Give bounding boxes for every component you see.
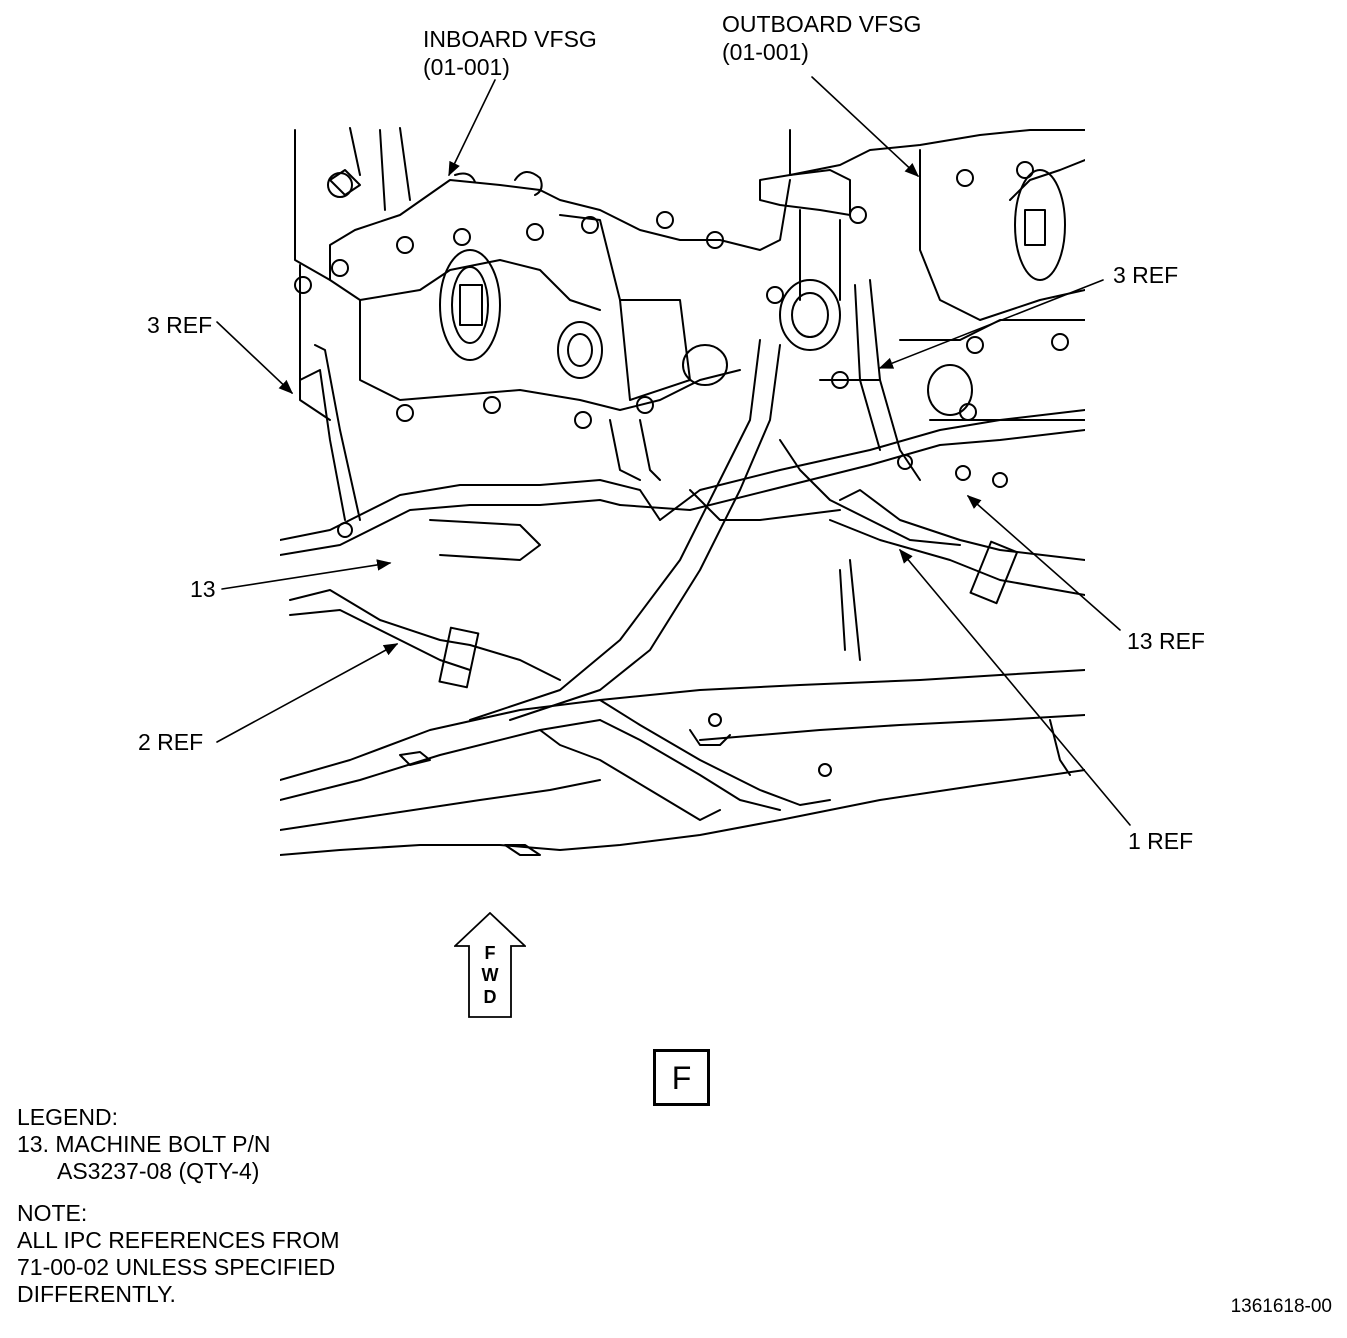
callout-3-ref-left: 3 REF — [147, 312, 213, 338]
note-line: DIFFERENTLY. — [17, 1281, 176, 1307]
forward-arrow: F W D — [452, 911, 528, 1018]
note-line: 71-00-02 UNLESS SPECIFIED — [17, 1254, 336, 1280]
inboard-vfsg-ref: (01-001) — [423, 54, 510, 80]
note-line: ALL IPC REFERENCES FROM — [17, 1227, 340, 1253]
figure-number: 1361618-00 — [1230, 1296, 1332, 1317]
view-label: F — [671, 1060, 692, 1096]
outboard-vfsg-label: OUTBOARD VFSG — [722, 11, 922, 37]
callout-2-ref: 2 REF — [138, 729, 204, 755]
fwd-letter: F — [484, 943, 496, 963]
legend-item-part-number: AS3237-08 (QTY-4) — [57, 1158, 260, 1184]
callout-13-ref: 13 REF — [1127, 628, 1205, 654]
fwd-letter: W — [481, 965, 499, 985]
inboard-vfsg-housing — [294, 127, 791, 421]
view-label-box: F — [653, 1049, 710, 1106]
inboard-vfsg-label: INBOARD VFSG — [423, 26, 597, 52]
bolt-heads — [294, 161, 1069, 538]
callout-13: 13 — [190, 576, 216, 602]
legend-item: 13. MACHINE BOLT P/N — [17, 1131, 271, 1157]
engine-view — [280, 127, 1085, 856]
legend-heading: LEGEND: — [17, 1104, 118, 1130]
leader-lines — [216, 76, 1131, 826]
legend: LEGEND: 13. MACHINE BOLT P/N AS3237-08 (… — [17, 1104, 271, 1185]
note: NOTE: ALL IPC REFERENCES FROM 71-00-02 U… — [17, 1200, 339, 1308]
note-heading: NOTE: — [17, 1200, 88, 1226]
wire-harness — [280, 339, 1085, 721]
outboard-vfsg-ref: (01-001) — [722, 39, 809, 65]
callout-1-ref: 1 REF — [1128, 828, 1194, 854]
support-brackets — [289, 489, 1085, 689]
fwd-letter: D — [483, 987, 497, 1007]
lower-structure — [280, 669, 1085, 856]
callout-3-ref-right: 3 REF — [1113, 262, 1179, 288]
forward-arrow-text: F W D — [478, 942, 502, 1008]
outboard-vfsg-housing — [759, 129, 1085, 481]
forward-arrow-outline — [452, 911, 528, 1018]
